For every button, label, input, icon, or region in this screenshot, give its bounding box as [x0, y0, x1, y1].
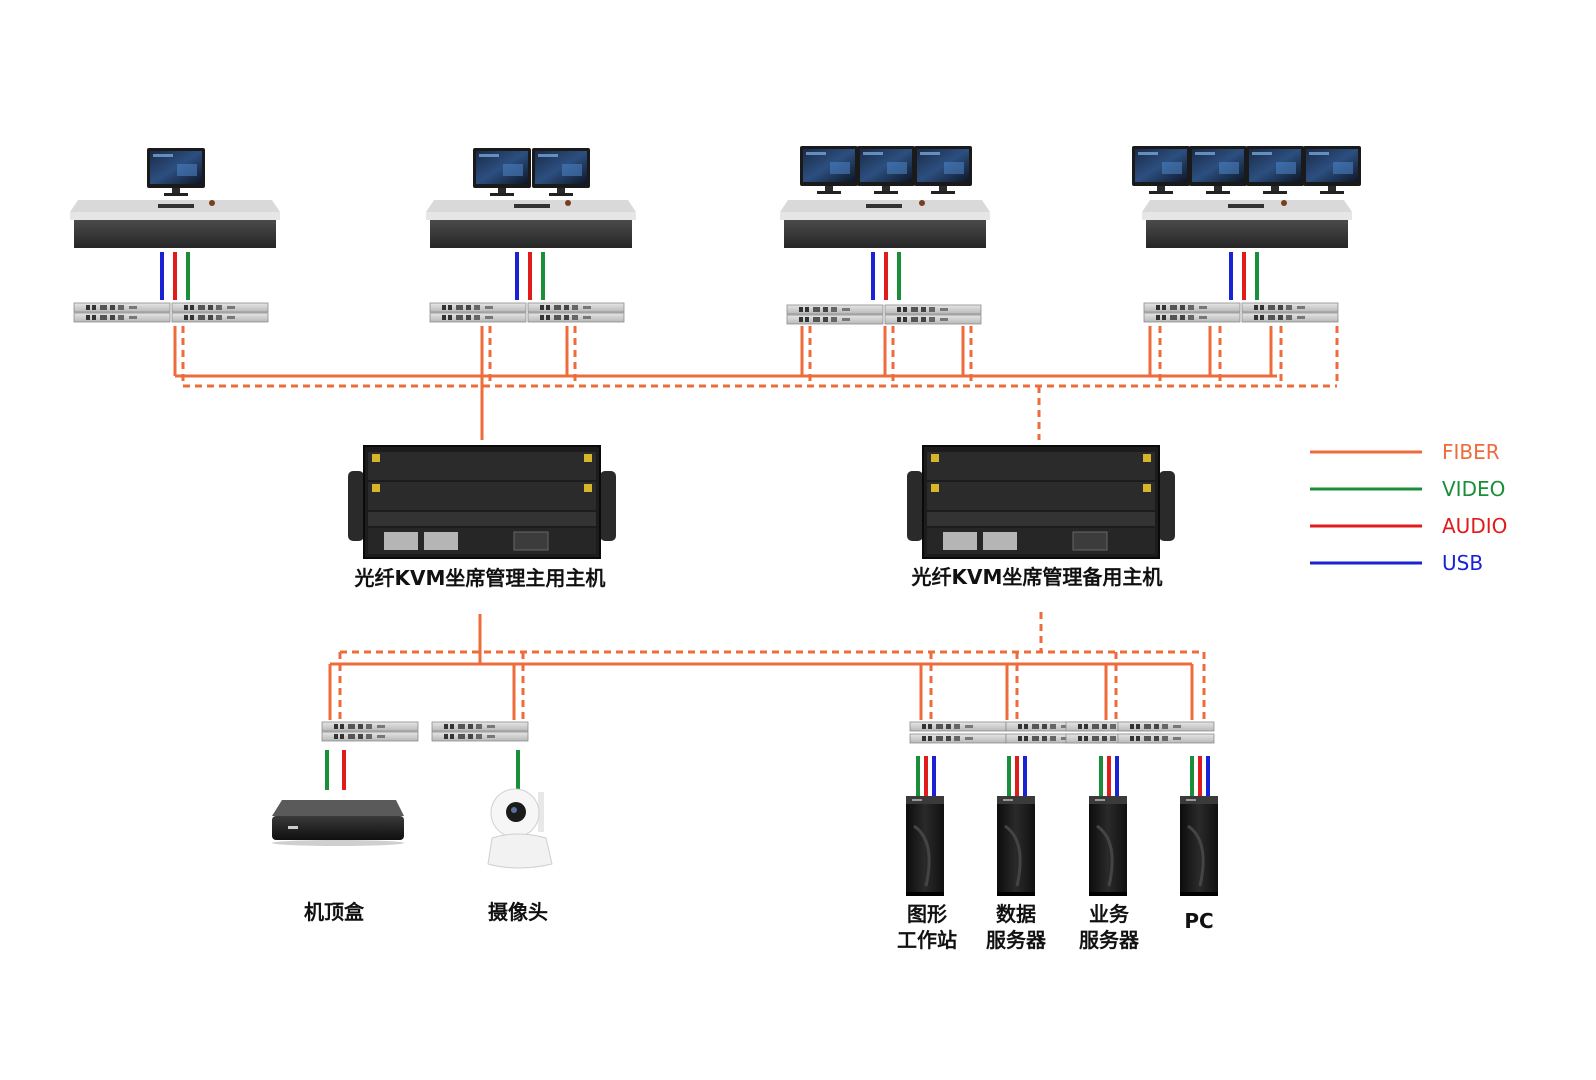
transmitter-left	[321, 721, 529, 742]
legend-fiber-label: FIBER	[1442, 440, 1500, 464]
tower-pc	[1178, 794, 1220, 898]
tower-graphics-workstation	[904, 794, 946, 898]
top-fiber-network	[173, 326, 1339, 440]
business-label-line1: 业务	[1089, 902, 1130, 926]
tower-data-server	[995, 794, 1037, 898]
receiver-4	[1143, 302, 1339, 323]
legend-usb-label: USB	[1442, 551, 1483, 575]
backup-host-label: 光纤KVM坐席管理备用主机	[911, 565, 1163, 589]
data-label-line2: 服务器	[986, 928, 1047, 952]
settop-label: 机顶盒	[304, 900, 365, 924]
kvm-main-host	[347, 445, 617, 559]
pc-label: PC	[1184, 909, 1213, 933]
receiver-3	[786, 304, 982, 325]
receiver-1	[73, 302, 269, 323]
graphics-label-line2: 工作站	[897, 928, 957, 952]
data-label-line1: 数据	[996, 902, 1036, 926]
kvm-backup-host	[906, 445, 1176, 559]
legend-video-label: VIDEO	[1442, 477, 1505, 501]
legend: FIBER VIDEO AUDIO USB	[1310, 440, 1507, 575]
tower-business-server	[1087, 794, 1129, 898]
transmitter-right-b	[1065, 721, 1215, 744]
workstation-desk-1	[70, 148, 280, 248]
main-host-label: 光纤KVM坐席管理主用主机	[354, 566, 606, 590]
workstation-desk-3	[780, 146, 990, 248]
receiver-2	[429, 302, 625, 323]
bottom-signal-cables	[325, 750, 1210, 796]
legend-audio-label: AUDIO	[1442, 514, 1507, 538]
set-top-box	[272, 800, 404, 846]
graphics-label-line1: 图形	[907, 902, 947, 926]
top-signal-cables	[160, 252, 1259, 300]
business-label-line2: 服务器	[1079, 928, 1140, 952]
camera-label: 摄像头	[488, 900, 548, 924]
workstation-desk-4	[1132, 146, 1361, 248]
workstation-desk-2	[426, 148, 636, 248]
camera	[487, 788, 553, 869]
bottom-fiber-network	[328, 612, 1206, 720]
